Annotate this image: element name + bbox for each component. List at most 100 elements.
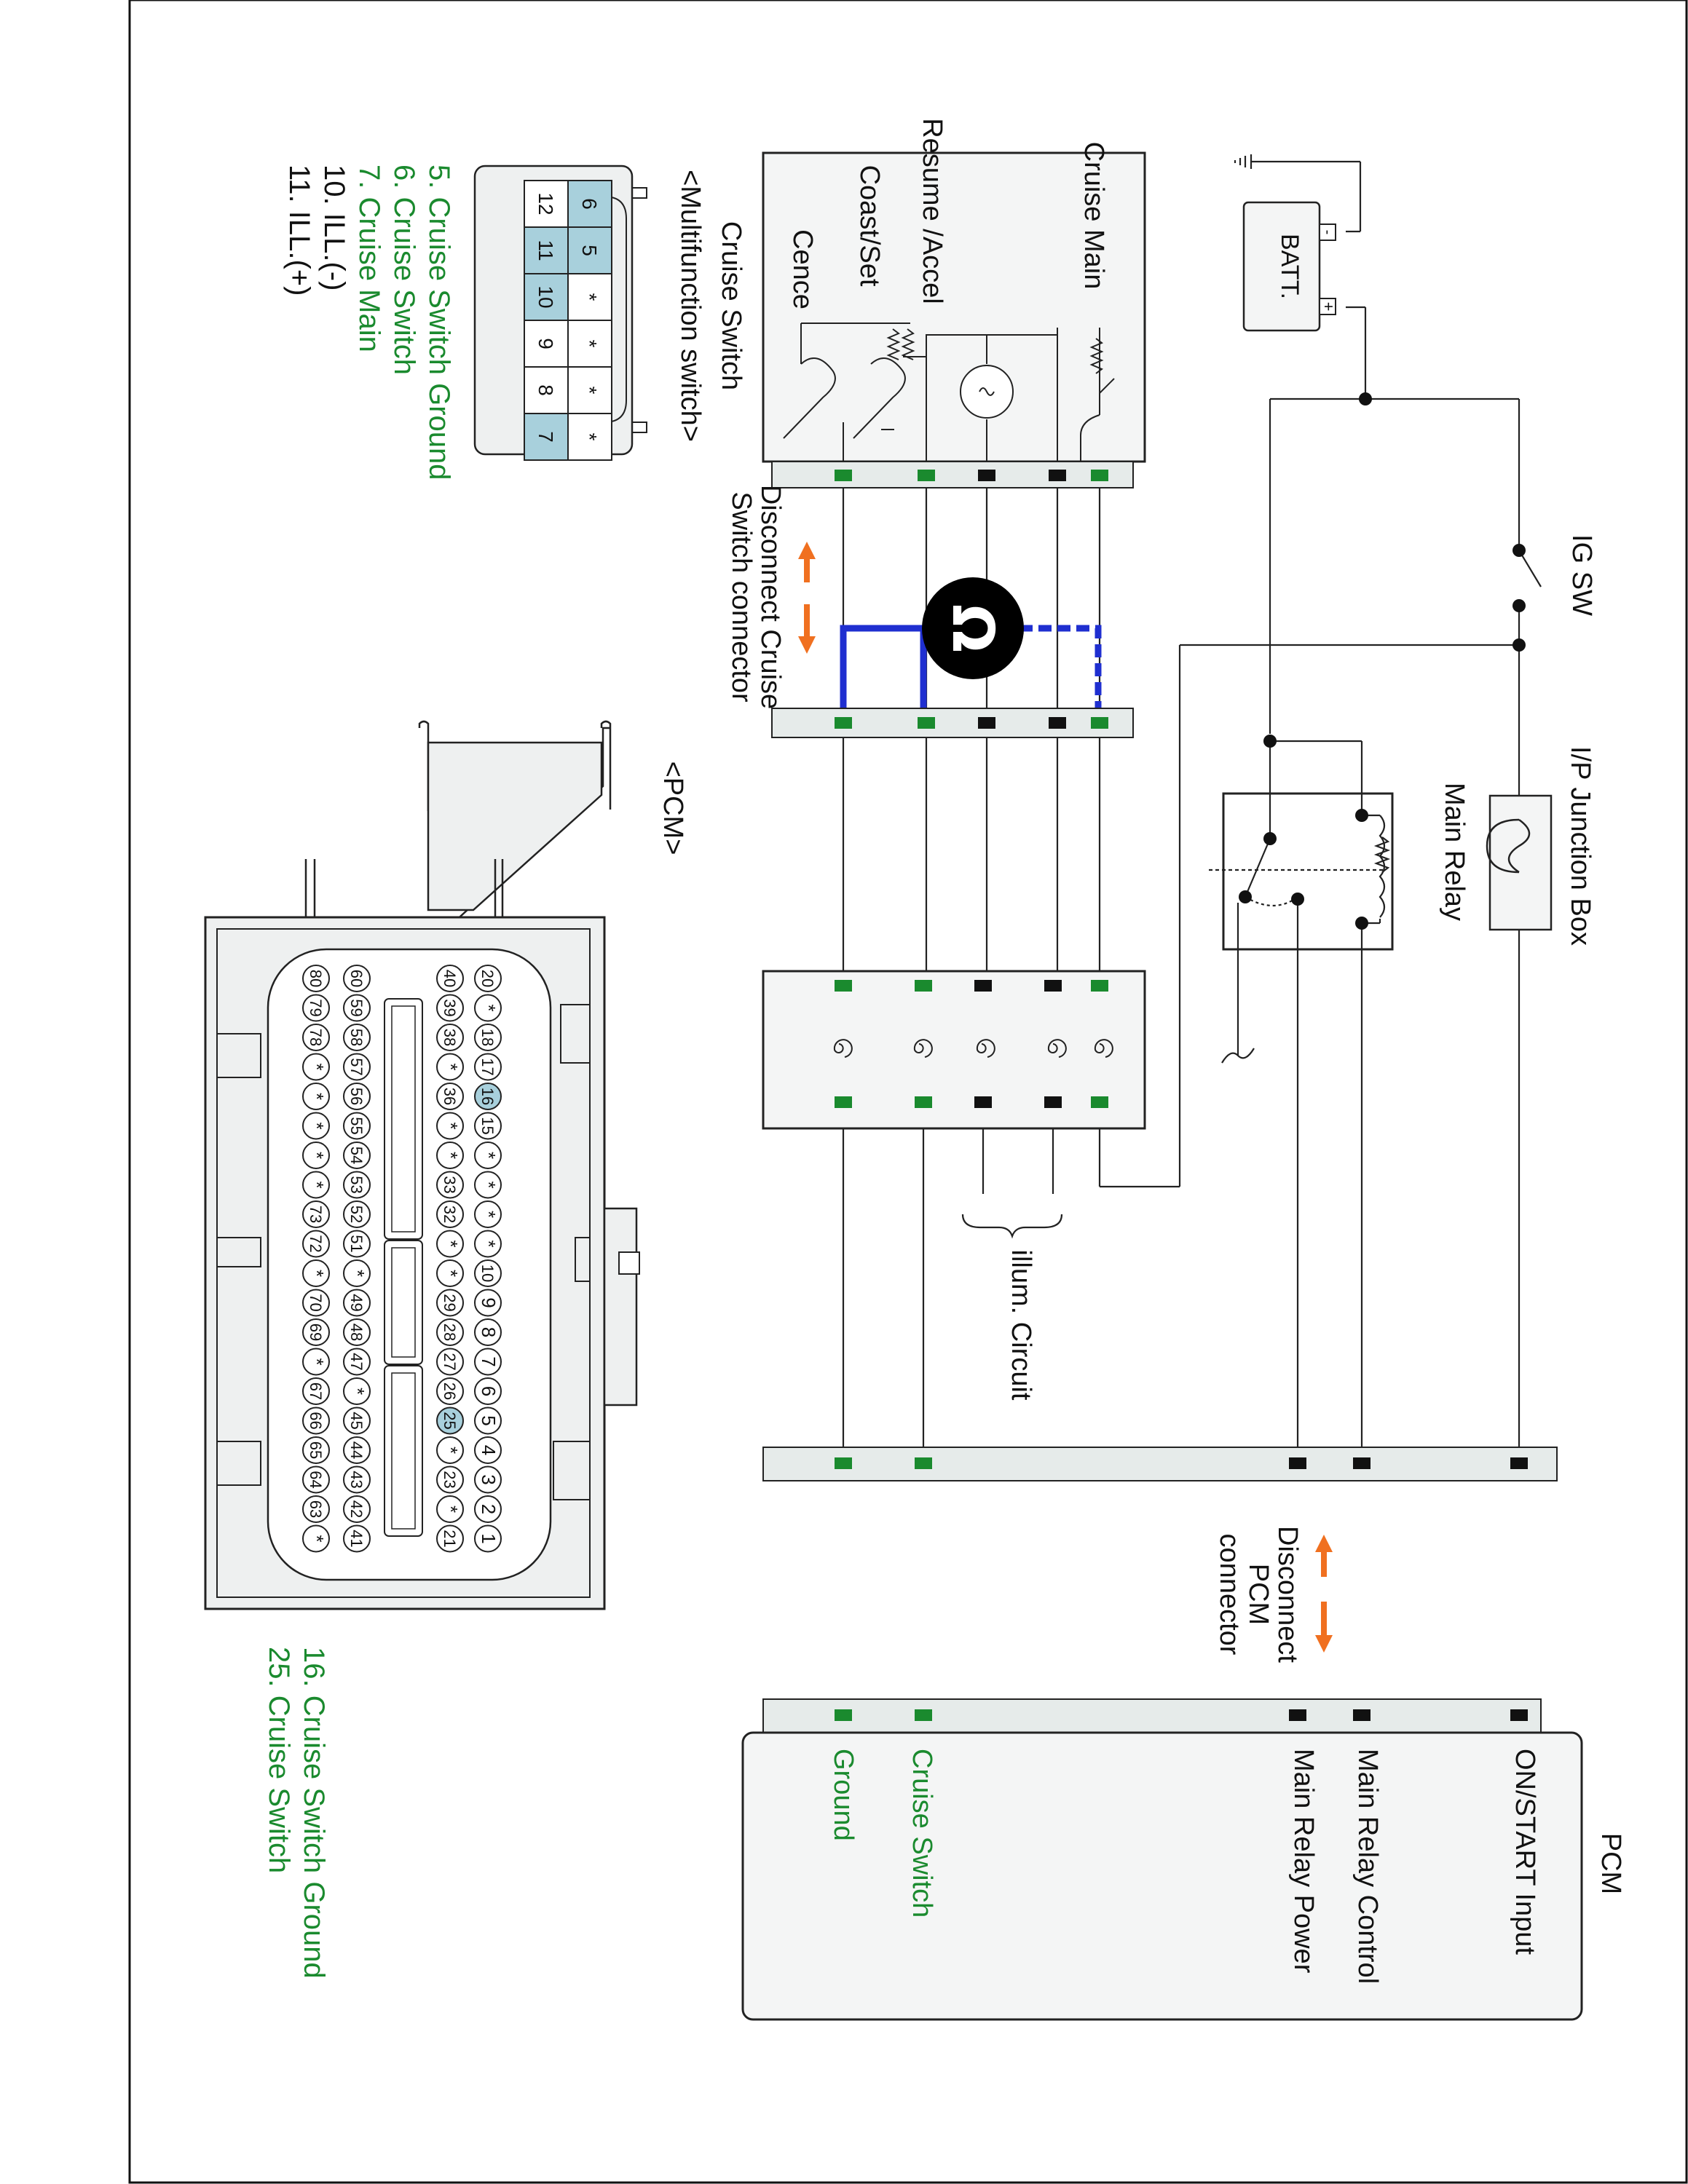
cruise-pin-legend-item: 10. ILL.(-)	[318, 165, 350, 290]
pcm-pin-label: 39	[441, 999, 459, 1016]
pcm-pin	[302, 1200, 330, 1228]
cruise-pin-label: *	[578, 387, 601, 395]
cruise-pin-legend-item: 11. ILL.(+)	[283, 165, 315, 296]
terminal	[1353, 1457, 1370, 1469]
pcm-pin	[474, 1406, 502, 1435]
pcm-on-start-input: ON/START Input	[1510, 1749, 1540, 1955]
pcm-pin	[302, 1171, 330, 1199]
cruise-pin-legend-item: 6. Cruise Switch	[388, 165, 420, 375]
pcm-pin	[474, 1436, 502, 1464]
junction-dot	[1513, 638, 1526, 652]
pcm-pin-label: 63	[307, 1500, 325, 1518]
battery-minus: -	[1320, 230, 1336, 235]
terminal	[1510, 1457, 1528, 1469]
terminal	[915, 1457, 932, 1469]
pcm-pin	[474, 965, 502, 992]
terminal	[835, 470, 852, 481]
terminal	[918, 717, 935, 729]
pcm-pin-label: 27	[441, 1353, 459, 1370]
pcm-pin-label: *	[306, 1093, 328, 1100]
pcm-pin-label: 80	[307, 970, 325, 987]
harness-spiral	[1094, 1039, 1113, 1058]
pcm-pin	[436, 1524, 464, 1553]
pcm-pin	[436, 1171, 464, 1199]
pcm-pin-label: 66	[307, 1412, 325, 1429]
junction-dot	[1355, 917, 1368, 930]
pcm-main-relay-control: Main Relay Control	[1352, 1749, 1383, 1984]
pcm-pin	[436, 1318, 464, 1346]
terminal	[1510, 1709, 1528, 1721]
pcm-pin	[474, 994, 502, 1022]
cruise-pin-label: 6	[578, 198, 601, 210]
wires	[842, 154, 1542, 1466]
pcm-pin	[302, 994, 330, 1022]
pcm-cruise-switch: Cruise Switch	[907, 1749, 937, 1918]
ohm-symbol: Ω	[939, 604, 1005, 652]
pcm-pin-label: 36	[441, 1088, 459, 1105]
disconnect-pcm-label: DisconnectPCMconnector	[1214, 1526, 1303, 1663]
pcm-pin	[302, 1230, 330, 1258]
pcm-pin-label: 38	[441, 1029, 459, 1046]
pcm-pin	[343, 1495, 371, 1523]
pcm-main-relay-power: Main Relay Power	[1288, 1749, 1319, 1974]
ip-junction-box: I/P Junction Box	[1486, 746, 1596, 946]
harness-spiral	[1047, 1039, 1067, 1058]
pcm-pin	[474, 1318, 502, 1346]
terminal	[1289, 1457, 1306, 1469]
multifunction-switch-title: <Multifunction switch>	[675, 170, 706, 442]
battery-label: BATT.	[1276, 234, 1304, 299]
pcm-pin	[343, 1053, 371, 1081]
pcm-pin-label: *	[306, 1063, 328, 1070]
pcm-pin-label: 2	[478, 1504, 500, 1514]
terminal	[915, 1096, 932, 1108]
ip-junction-box-label: I/P Junction Box	[1565, 746, 1596, 946]
pcm-pin-label: 15	[478, 1117, 497, 1134]
pcm-pin	[436, 1230, 464, 1258]
pcm-pin-label: 4	[478, 1445, 500, 1455]
pcm-pin-label: 10	[478, 1265, 497, 1282]
terminal	[1091, 470, 1108, 481]
cruise-pin-cell	[524, 273, 569, 321]
terminal	[835, 980, 852, 992]
disconnect-cruise-label: Disconnect CruiseSwitch connector	[726, 485, 786, 709]
pcm-pin-legend-item: 25. Cruise Switch	[263, 1647, 295, 1873]
terminal	[835, 717, 852, 729]
pcm-pin-label: 1	[478, 1533, 500, 1543]
terminal	[974, 980, 992, 992]
pcm-pin-label: 54	[347, 1147, 366, 1164]
pcm-pin	[436, 1083, 464, 1110]
pcm-pin	[343, 1377, 371, 1405]
cruise-switch-title: Cruise Switch	[716, 221, 746, 390]
pcm-pin	[474, 1024, 502, 1051]
pcm-pin	[302, 1406, 330, 1435]
pcm-pin-label: *	[478, 1152, 500, 1159]
pcm-pin-label: 55	[347, 1117, 366, 1134]
pcm-pin	[302, 1053, 330, 1081]
main-relay: Main Relay	[1222, 783, 1470, 951]
pcm-pin-label: 42	[347, 1500, 366, 1518]
pcm-pin-label: 21	[441, 1530, 459, 1547]
illum-brace	[961, 1214, 1063, 1239]
pcm-title: PCM	[1596, 1833, 1626, 1894]
pcm-pin	[343, 1524, 371, 1553]
pcm-pin	[302, 1495, 330, 1523]
pcm-pin-label: 60	[347, 970, 366, 987]
pcm-pin-label: 23	[441, 1471, 459, 1488]
coast-set-label: Coast/Set	[854, 165, 885, 287]
pcm-pin-label: 25	[441, 1412, 459, 1429]
pcm-pin-label: 67	[307, 1382, 325, 1400]
cruise-pin-cell	[567, 320, 612, 368]
pcm-pin-label: 70	[307, 1294, 325, 1311]
pcm-pin-label: *	[478, 1181, 500, 1188]
pcm-pin	[343, 1200, 371, 1228]
pcm-box: PCM ON/START Input Main Relay Control Ma…	[741, 1698, 1626, 2021]
cruise-pin-label: 8	[535, 384, 557, 396]
pcm-pin	[474, 1377, 502, 1405]
pcm-pin-label: 5	[478, 1415, 500, 1425]
terminal	[1044, 1096, 1062, 1108]
pcm-pin-label: 78	[307, 1029, 325, 1046]
terminal	[1049, 717, 1066, 729]
